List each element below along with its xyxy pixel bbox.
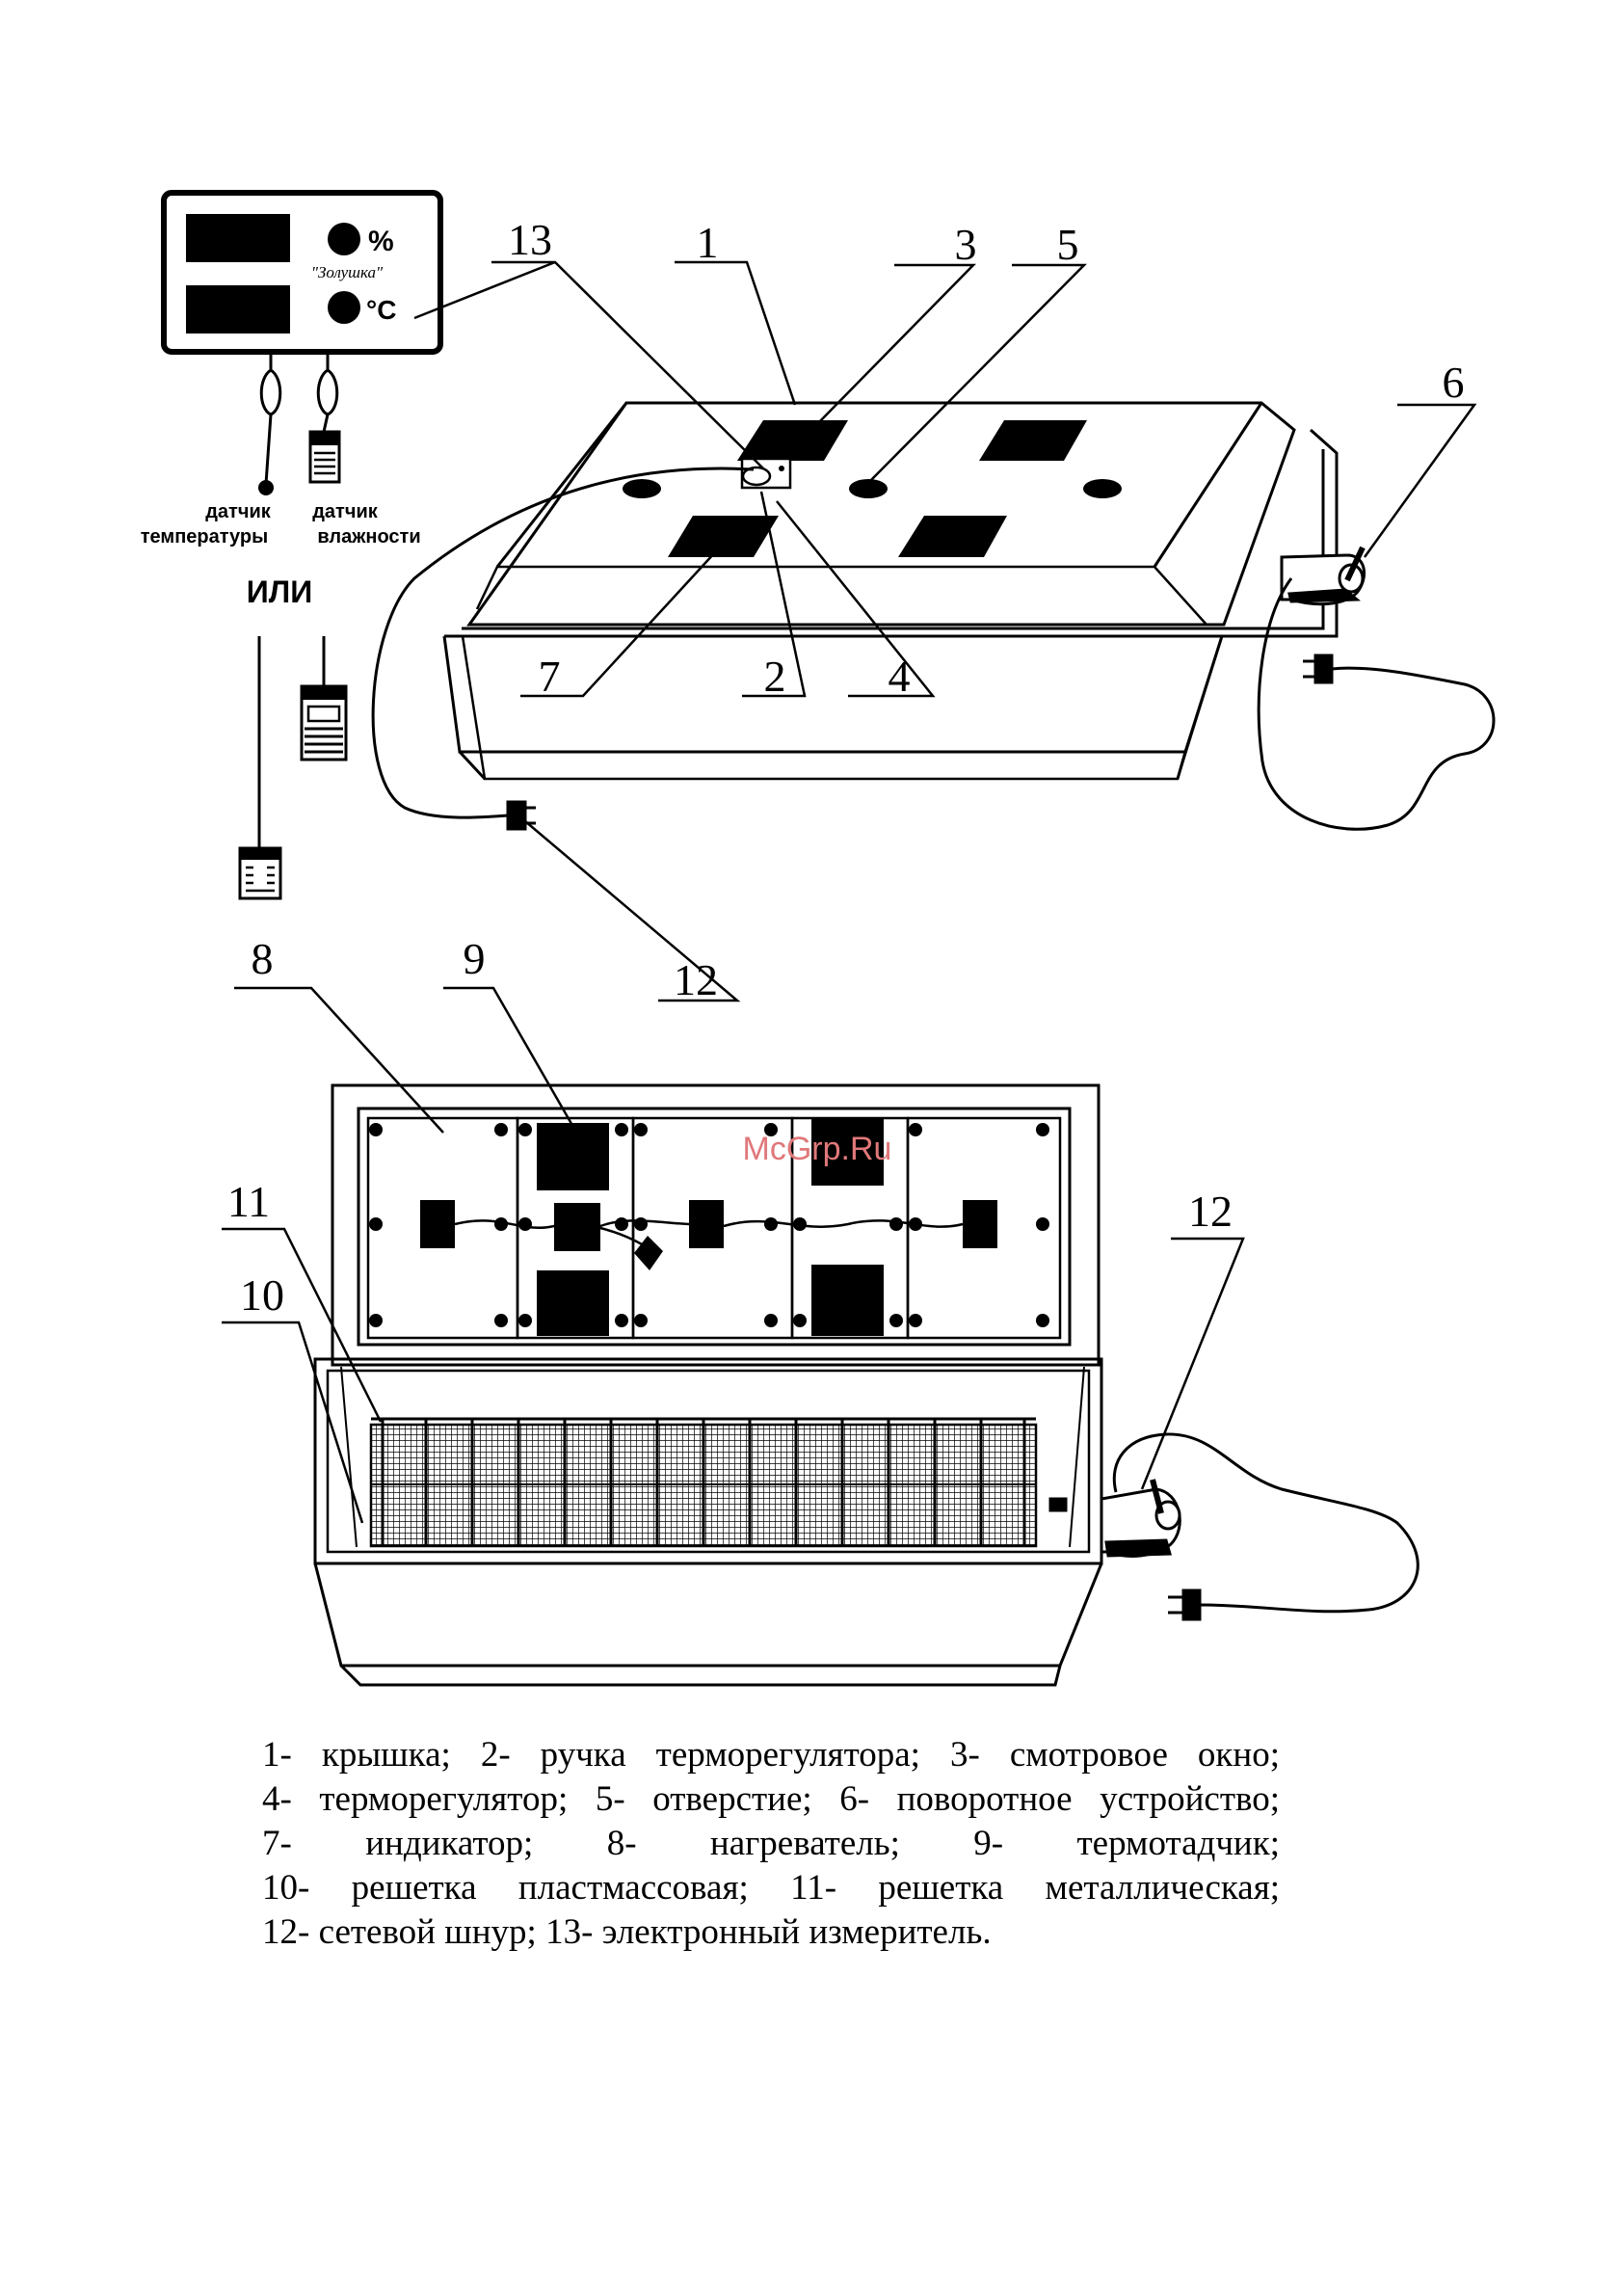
callout-13: 13 (508, 215, 552, 264)
legend: 1- крышка; 2- ручка терморегулятора; 3- … (262, 1733, 1280, 1955)
callout-1: 1 (697, 218, 719, 267)
legend-item: 11- решетка металлическая; (790, 1868, 1280, 1908)
humidity-display (186, 214, 290, 262)
legend-item: 7- индикатор; (262, 1824, 534, 1863)
humidity-knob (328, 223, 360, 255)
thermo-sensor (634, 1236, 663, 1270)
turning-device (1280, 546, 1366, 606)
callout-11: 11 (227, 1177, 270, 1226)
plastic-grid-slats (371, 1417, 1036, 1546)
temperature-sensor-label-1: датчик (205, 501, 272, 522)
temperature-sensor-label-2: температуры (141, 526, 268, 547)
heater-wire (454, 1219, 964, 1247)
legend-item: 12- сетевой шнур; (262, 1912, 537, 1952)
lid-windows (623, 420, 1122, 557)
humidity-unit: % (368, 226, 394, 257)
callout-7: 7 (539, 652, 561, 701)
legend-item: 1- крышка; (262, 1735, 451, 1775)
callout-3: 3 (955, 220, 977, 269)
legend-item: 4- терморегулятор; (262, 1779, 569, 1819)
legend-item: 3- смотровое окно; (949, 1735, 1280, 1775)
callout-8: 8 (252, 934, 274, 983)
thermostat-knob (741, 466, 772, 487)
watermark: McGrp.Ru (743, 1131, 892, 1167)
leader-lines-top (413, 260, 1477, 1002)
power-cord-top (371, 467, 1496, 831)
grids (369, 1417, 1038, 1548)
alt-temperature-probe (238, 846, 282, 900)
plug-top-right (1303, 654, 1334, 684)
temperature-knob (328, 291, 360, 324)
electronic-meter: % °C "Золушка" (161, 190, 443, 355)
incubator-closed (442, 401, 1339, 781)
humidity-probe (308, 430, 341, 484)
callout-5: 5 (1057, 220, 1079, 269)
legend-item: 2- ручка терморегулятора; (480, 1735, 920, 1775)
legend-item: 5- отверстие; (595, 1779, 812, 1819)
callout-9: 9 (464, 934, 486, 983)
callout-10: 10 (240, 1270, 284, 1320)
callout-4: 4 (889, 652, 911, 701)
sensor-cables (259, 352, 339, 485)
callout-2: 2 (764, 652, 786, 701)
temperature-unit: °C (366, 295, 396, 325)
callout-6: 6 (1443, 358, 1465, 407)
temperature-display (186, 285, 290, 334)
vent-hole (623, 479, 661, 498)
legend-item: 8- нагреватель; (606, 1824, 900, 1863)
legend-item: 10- решетка пластмассовая; (262, 1868, 749, 1908)
plug-top-left (506, 800, 536, 831)
temperature-probe (258, 480, 274, 495)
viewing-window (737, 420, 848, 461)
indicator-lamp (779, 466, 784, 471)
heater-panels (366, 1116, 1062, 1340)
meter-brand: "Золушка" (311, 263, 384, 281)
thermostat (740, 457, 792, 490)
callout-12-bottom: 12 (1188, 1187, 1233, 1236)
legend-item: 13- электронный измеритель. (545, 1912, 992, 1952)
plug-bottom (1168, 1589, 1202, 1621)
leader-lines-bottom (222, 986, 1245, 1524)
humidity-sensor-label-2: влажности (317, 526, 420, 547)
legend-item: 9- термотадчик; (973, 1824, 1280, 1863)
alt-humidity-probe (300, 684, 348, 761)
or-label: ИЛИ (247, 574, 312, 609)
heater (537, 1123, 609, 1190)
legend-item: 6- поворотное устройство; (839, 1779, 1281, 1819)
callout-12-top: 12 (674, 955, 718, 1004)
incubator-base (313, 1357, 1103, 1687)
power-cord-bottom (1112, 1432, 1419, 1614)
turning-device-bottom (1048, 1479, 1181, 1558)
heater-blocks (420, 1118, 997, 1336)
humidity-sensor-label-1: датчик (312, 501, 379, 522)
